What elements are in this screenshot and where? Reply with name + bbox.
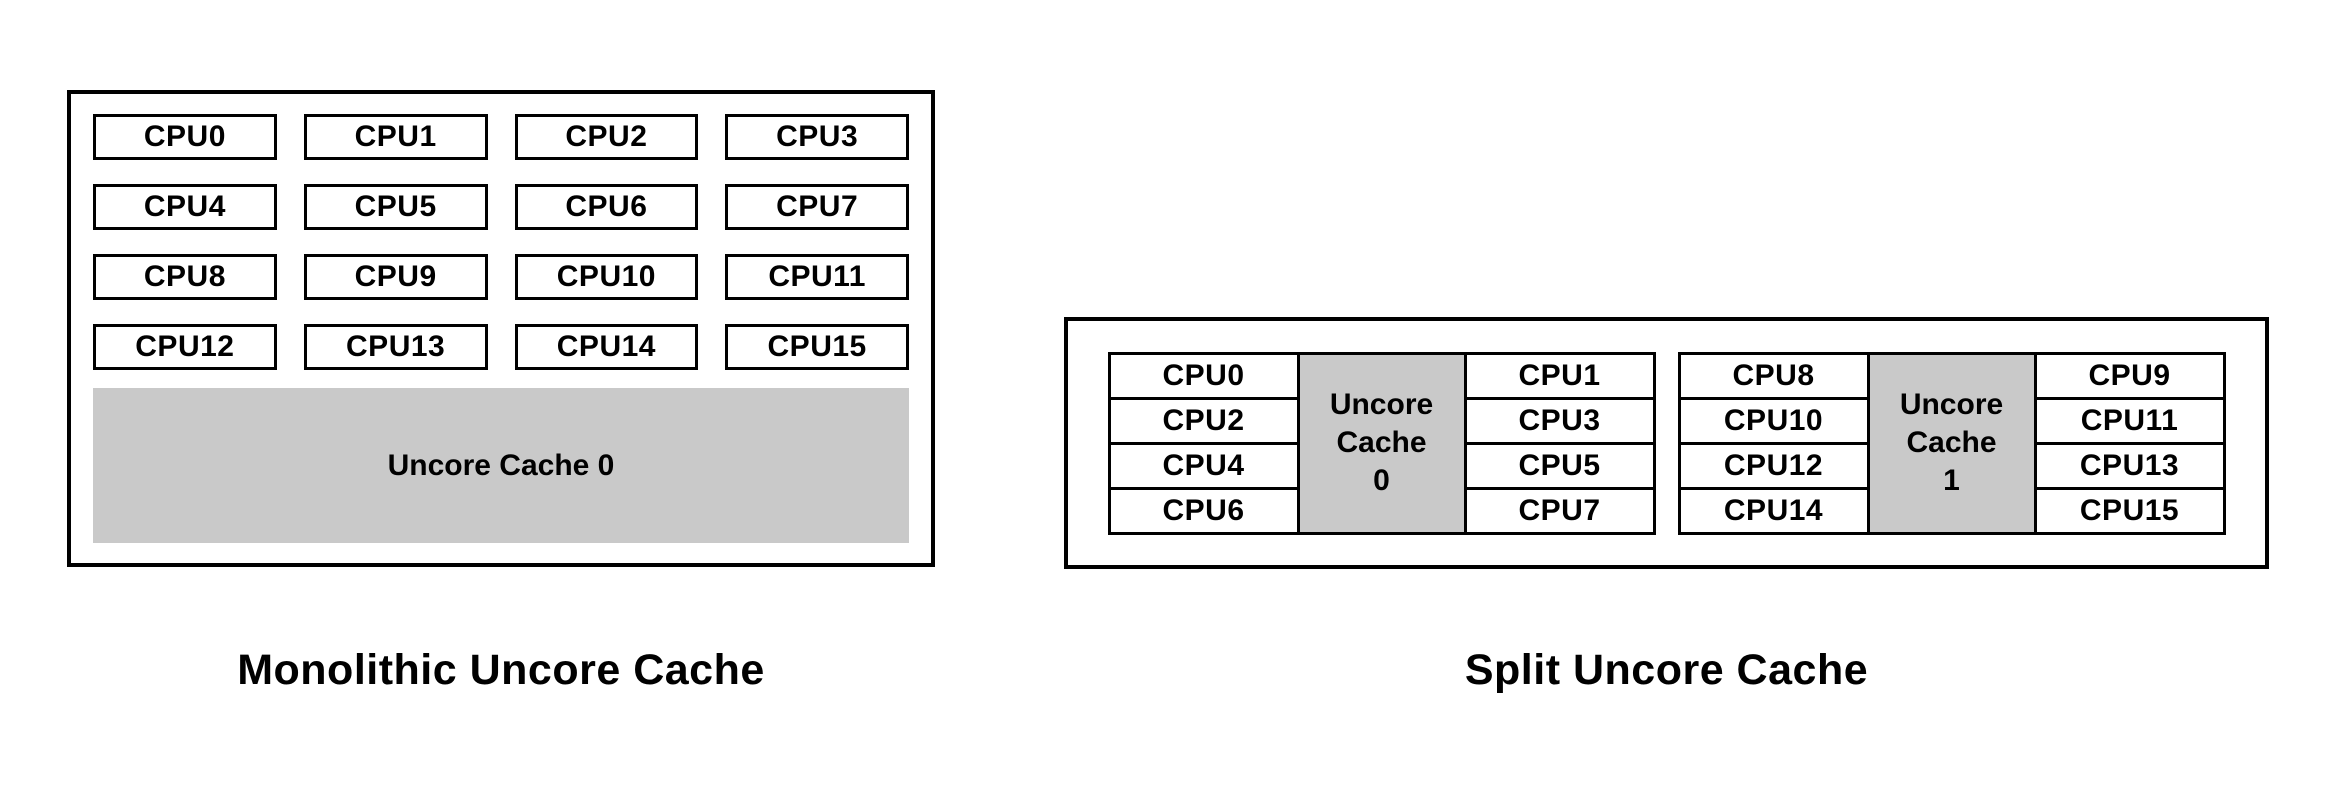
cpu-box-cpu10: CPU10 <box>514 254 699 300</box>
cpu-box-cpu5: CPU5 <box>303 184 488 230</box>
uncore-cache-0-line3: 0 <box>1373 464 1390 497</box>
cpu-cell-cpu11: CPU11 <box>2033 396 2226 445</box>
cpu-cell-cpu9: CPU9 <box>2033 351 2226 400</box>
uncore-cache-0-block: Uncore Cache 0 <box>93 388 909 543</box>
cpu-cell-cpu7: CPU7 <box>1463 486 1656 535</box>
cpu-box-cpu13: CPU13 <box>303 324 488 370</box>
uncore-cache-1-line3: 1 <box>1943 464 1960 497</box>
uncore-cache-0-line1: Uncore <box>1329 388 1434 421</box>
cpu-cell-cpu6: CPU6 <box>1107 486 1300 535</box>
cpu-grid: CPU0 CPU1 CPU2 CPU3 CPU4 CPU5 CPU6 CPU7 … <box>93 114 909 370</box>
cpu-box-cpu12: CPU12 <box>93 324 277 370</box>
cpu-cell-cpu3: CPU3 <box>1463 396 1656 445</box>
uncore-cache-1-line1: Uncore <box>1899 388 2004 421</box>
cluster-1: CPU8 CPU10 CPU12 CPU14 Uncore Cache 1 CP… <box>1677 351 2226 535</box>
cpu-box-cpu1: CPU1 <box>303 114 488 160</box>
cpu-cell-cpu2: CPU2 <box>1107 396 1300 445</box>
cpu-cell-cpu4: CPU4 <box>1107 441 1300 490</box>
cpu-box-cpu6: CPU6 <box>514 184 699 230</box>
cpu-cell-cpu13: CPU13 <box>2033 441 2226 490</box>
cpu-box-cpu7: CPU7 <box>725 184 909 230</box>
cpu-cell-cpu1: CPU1 <box>1463 351 1656 400</box>
cpu-box-cpu0: CPU0 <box>93 114 277 160</box>
monolithic-diagram-panel: CPU0 CPU1 CPU2 CPU3 CPU4 CPU5 CPU6 CPU7 … <box>67 90 935 567</box>
cpu-cell-cpu5: CPU5 <box>1463 441 1656 490</box>
uncore-cache-1-cell: Uncore Cache 1 <box>1866 351 2037 535</box>
split-diagram-panel: CPU0 CPU2 CPU4 CPU6 Uncore Cache 0 CPU1 … <box>1064 317 2269 569</box>
cluster-0: CPU0 CPU2 CPU4 CPU6 Uncore Cache 0 CPU1 … <box>1107 351 1656 535</box>
cluster-1-left-column: CPU8 CPU10 CPU12 CPU14 <box>1677 351 1870 535</box>
uncore-cache-0-label: Uncore Cache 0 <box>387 448 615 482</box>
cpu-cell-cpu12: CPU12 <box>1677 441 1870 490</box>
cpu-box-cpu3: CPU3 <box>725 114 909 160</box>
cluster-0-left-column: CPU0 CPU2 CPU4 CPU6 <box>1107 351 1300 535</box>
cpu-cell-cpu8: CPU8 <box>1677 351 1870 400</box>
uncore-cache-0-cell: Uncore Cache 0 <box>1296 351 1467 535</box>
cpu-box-cpu2: CPU2 <box>514 114 699 160</box>
cpu-box-cpu11: CPU11 <box>725 254 909 300</box>
cpu-box-cpu15: CPU15 <box>725 324 909 370</box>
split-caption: Split Uncore Cache <box>1464 646 1869 694</box>
cpu-cell-cpu10: CPU10 <box>1677 396 1870 445</box>
cluster-0-right-column: CPU1 CPU3 CPU5 CPU7 <box>1463 351 1656 535</box>
cpu-box-cpu14: CPU14 <box>514 324 699 370</box>
uncore-cache-1-line2: Cache <box>1906 426 1997 459</box>
cpu-cell-cpu14: CPU14 <box>1677 486 1870 535</box>
monolithic-caption: Monolithic Uncore Cache <box>237 646 765 694</box>
cpu-box-cpu4: CPU4 <box>93 184 277 230</box>
cluster-1-right-column: CPU9 CPU11 CPU13 CPU15 <box>2033 351 2226 535</box>
uncore-cache-0-line2: Cache <box>1336 426 1427 459</box>
cpu-box-cpu9: CPU9 <box>303 254 488 300</box>
cpu-cell-cpu0: CPU0 <box>1107 351 1300 400</box>
cpu-box-cpu8: CPU8 <box>93 254 277 300</box>
cpu-cell-cpu15: CPU15 <box>2033 486 2226 535</box>
